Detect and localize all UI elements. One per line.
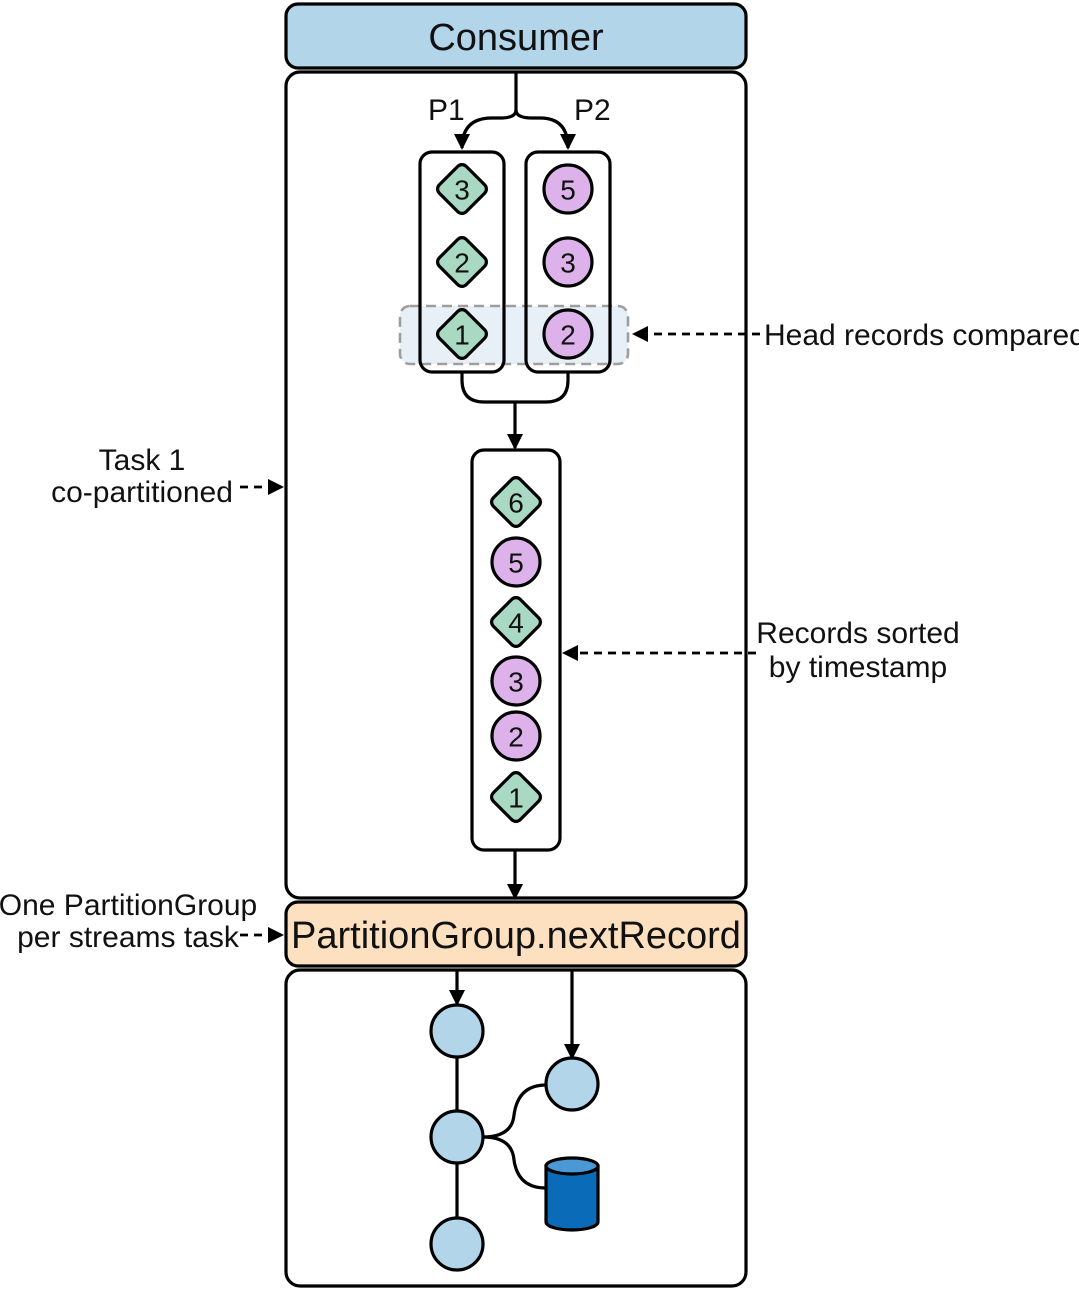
one-group-label-2: per streams task [17,921,240,954]
record-diamond: 3 [436,163,488,215]
arrow-to-p2 [514,109,576,150]
record-circle: 2 [542,308,594,360]
consumer-label: Consumer [428,17,604,59]
task-label-2: co-partitioned [51,476,233,509]
one-group-label-1: One PartitionGroup [0,889,257,922]
record-value: 3 [508,667,524,698]
state-store-icon [544,1156,600,1232]
arrow-to-p1 [454,109,518,150]
record-value: 2 [454,248,470,279]
p1-label: P1 [428,94,465,127]
record-diamond: 6 [490,476,542,528]
record-diamond: 1 [490,771,542,823]
record-value: 5 [508,548,524,579]
processor-node [429,1216,485,1272]
topology-panel [284,968,748,1288]
record-circle: 5 [542,163,594,215]
processor-node [429,1003,485,1059]
record-circle: 3 [542,236,594,288]
processor-node [544,1056,600,1112]
record-value: 6 [508,488,524,519]
record-value: 3 [560,248,576,279]
merge-connector [460,372,570,404]
record-value: 1 [454,320,470,351]
record-value: 2 [560,320,576,351]
head-records-label: Head records compared [764,319,1079,352]
record-value: 3 [454,175,470,206]
records-sorted-label-2: by timestamp [769,651,947,684]
record-diamond: 1 [436,308,488,360]
record-value: 4 [508,608,524,639]
processor-node [429,1109,485,1165]
record-diamond: 2 [436,236,488,288]
consumer-box [284,2,748,70]
record-circle: 2 [490,710,542,762]
record-value: 1 [508,783,524,814]
record-value: 2 [508,722,524,753]
p2-label: P2 [574,94,611,127]
record-value: 5 [560,175,576,206]
task-label-1: Task 1 [99,444,186,477]
head-records-highlight [398,304,630,366]
partition-group-label: PartitionGroup.nextRecord [291,915,741,957]
topology-edge-3 [482,1083,547,1139]
record-diamond: 4 [490,596,542,648]
record-circle: 5 [490,536,542,588]
topology-edge-4 [482,1135,547,1190]
records-sorted-label-1: Records sorted [756,617,959,650]
partition-group-box [284,900,748,968]
record-circle: 3 [490,655,542,707]
